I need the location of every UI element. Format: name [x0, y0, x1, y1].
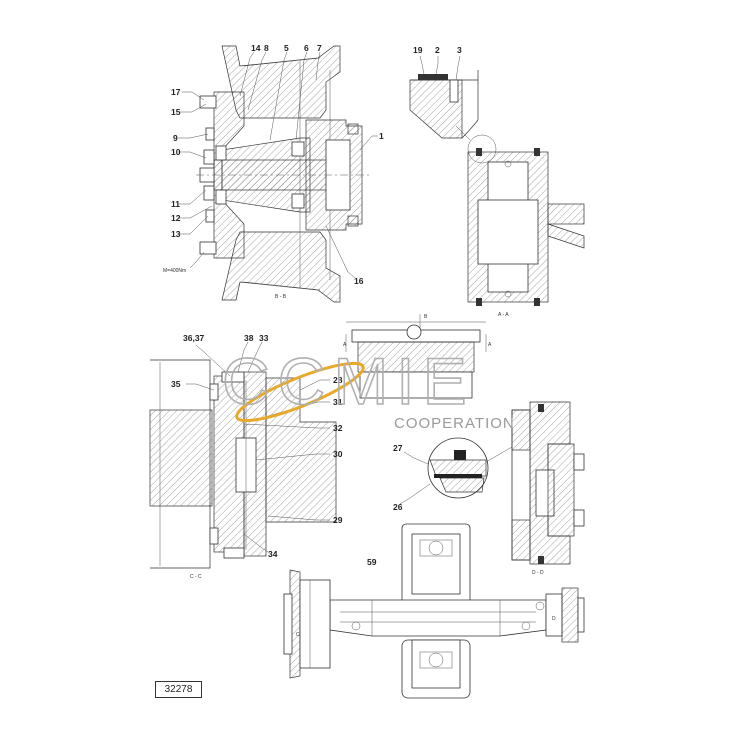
- cc-label-3: 35: [171, 379, 181, 389]
- bb-label-13: 16: [354, 276, 364, 286]
- bottom-mark-d: D: [552, 616, 556, 622]
- detail-label-0: 27: [393, 443, 403, 453]
- cc-label-7: 30: [333, 449, 343, 459]
- bottom-mark-c: C: [296, 632, 300, 638]
- bb-label-9: 11: [171, 199, 180, 209]
- top-mark-b: B: [424, 314, 428, 320]
- cc-label-5: 31: [333, 397, 343, 407]
- bb-label-5: 17: [171, 87, 181, 97]
- bb-label-2: 5: [284, 43, 289, 53]
- top-mark-a-right: A: [488, 342, 492, 348]
- detail-view-circle: 27 26: [393, 437, 525, 512]
- section-view-d-d: D - D: [511, 401, 585, 576]
- detail-view-top: 19 2 3: [409, 45, 479, 139]
- bb-label-0: 14: [251, 43, 261, 53]
- aa-label-2: 3: [457, 45, 462, 55]
- dd-caption: D - D: [532, 570, 544, 576]
- aa-label-0: 19: [413, 45, 423, 55]
- bb-label-3: 6: [304, 43, 309, 53]
- bb-label-4: 7: [317, 43, 322, 53]
- bb-label-12: 1: [379, 131, 384, 141]
- bb-caption: B - B: [275, 294, 287, 300]
- bb-label-8: 10: [171, 147, 181, 157]
- section-view-b-b: 14 8 5 6 7 17 15 9 10 11 12 13 1 16 M=40…: [163, 43, 384, 303]
- bb-label-6: 15: [171, 107, 181, 117]
- cc-label-1: 38: [244, 333, 254, 343]
- detail-label-1: 26: [393, 502, 403, 512]
- cc-label-2: 33: [259, 333, 269, 343]
- plan-view-top-center: A A B: [343, 314, 492, 399]
- watermark-subtitle: COOPERATION: [394, 415, 515, 432]
- aa-label-1: 2: [435, 45, 440, 55]
- cc-label-6: 32: [333, 423, 343, 433]
- bb-label-10: 12: [171, 213, 181, 223]
- bb-label-11: 13: [171, 229, 181, 239]
- top-mark-a-left: A: [343, 342, 347, 348]
- aa-caption: A - A: [498, 312, 509, 318]
- cc-label-9: 34: [268, 549, 278, 559]
- bb-torque-note: M=400Nm: [163, 268, 186, 274]
- watermark: CCMIE COOPERATION: [221, 343, 515, 432]
- section-view-c-c: 36,37 38 33 35 28 31 32 30 29 34 C - C: [149, 333, 343, 580]
- document-number-box: 32278: [155, 681, 202, 698]
- assembly-plan-view: 59 C D: [283, 523, 585, 699]
- watermark-brand: CCMIE: [222, 344, 475, 418]
- cc-caption: C - C: [190, 574, 202, 580]
- bb-label-7: 9: [173, 133, 178, 143]
- cc-label-8: 29: [333, 515, 343, 525]
- cc-label-4: 28: [333, 375, 343, 385]
- bottom-label-0: 59: [367, 557, 377, 567]
- section-view-a-a: A - A: [455, 125, 585, 318]
- cc-label-0: 36,37: [183, 333, 205, 343]
- bb-label-1: 8: [264, 43, 269, 53]
